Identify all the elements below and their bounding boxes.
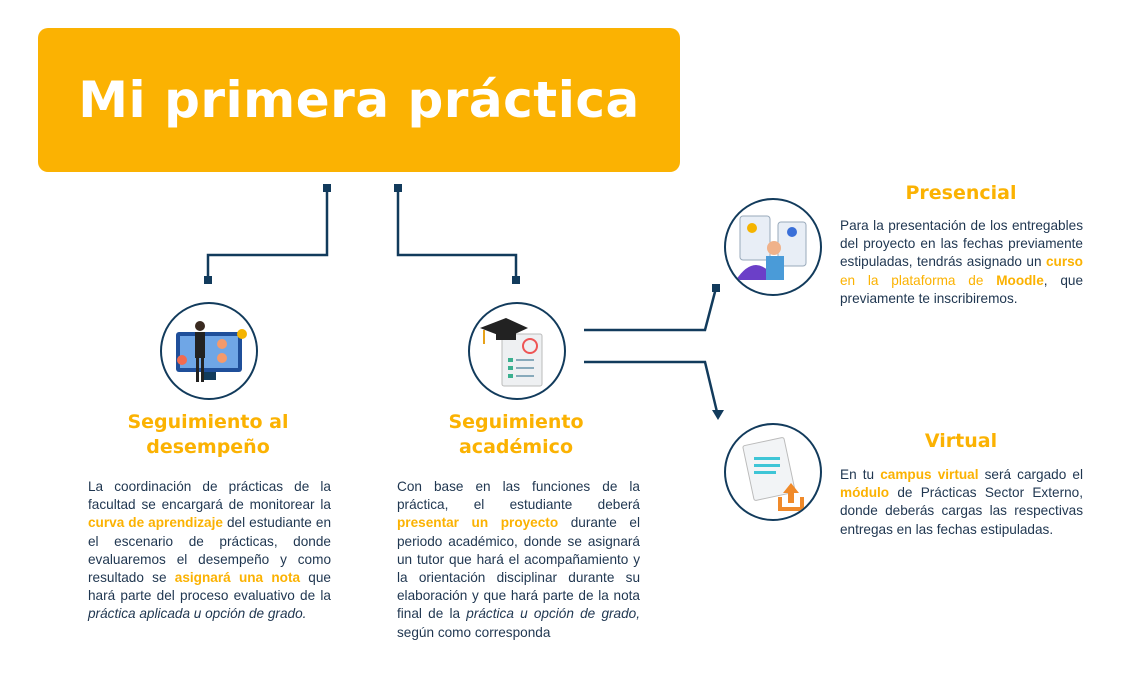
text: En tu [840,467,881,482]
highlight-light: en la plataforma de [840,272,997,288]
text: según como corresponda [397,624,551,640]
node-square [712,284,720,292]
text: del estudiante en el escenario de prácti… [88,515,332,586]
virtual-description: En tu campus virtual será cargado el mód… [840,466,1083,539]
heading-line: Seguimiento [448,411,584,433]
node-square [512,276,520,284]
connector-left [206,188,329,280]
highlight: módulo [840,485,890,501]
virtual-upload-document-icon [724,423,822,521]
highlight: campus virtual [880,467,979,482]
text: será cargado el [978,467,1083,482]
connector-middle [396,188,518,280]
highlight: asignará una nota [174,570,301,586]
heading-seguimiento-desempeno: Seguimiento al desempeño [108,410,308,460]
italic-text: práctica aplicada u opción de grado. [88,606,307,622]
highlight: curva de aprendizaje [88,515,223,531]
connector-presencial [584,287,718,332]
desempeno-description: La coordinación de prácticas de la facul… [88,478,331,624]
heading-line: Seguimiento al [127,411,289,433]
graduation-document-icon [468,302,566,400]
text: que hará parte del proceso evaluativo de… [88,570,331,604]
academico-description: Con base en las funciones de la práctica… [397,478,640,642]
text: Con base en las funciones de la práctica… [397,479,640,513]
arrow-head [712,410,724,420]
heading-virtual: Virtual [924,430,998,452]
text: durante el periodo académico, donde se a… [397,515,640,622]
heading-line: académico [458,436,574,458]
page-title: Mi primera práctica [78,71,640,129]
presencial-person-icon [724,198,822,296]
highlight: Moodle [996,272,1044,288]
text: Para la presentación de los entregables … [840,218,1083,270]
title-banner: Mi primera práctica [38,28,680,172]
text: La coordinación de prácticas de la facul… [88,479,331,513]
presencial-description: Para la presentación de los entregables … [840,217,1083,308]
highlight: curso [1045,254,1083,270]
highlight: presentar un proyecto [397,515,559,531]
heading-seguimiento-academico: Seguimiento académico [416,410,616,460]
node-square [323,184,331,192]
connector-virtual [584,360,719,413]
heading-presencial: Presencial [905,182,1017,204]
node-square [394,184,402,192]
node-square [204,276,212,284]
heading-line: desempeño [146,436,270,458]
italic-text: práctica u opción de grado, [466,606,641,622]
text: , que previamente te inscribiremos. [840,272,1084,306]
text: de Prácticas Sector Externo, donde deber… [840,485,1083,537]
monitor-presenter-icon [160,302,258,400]
